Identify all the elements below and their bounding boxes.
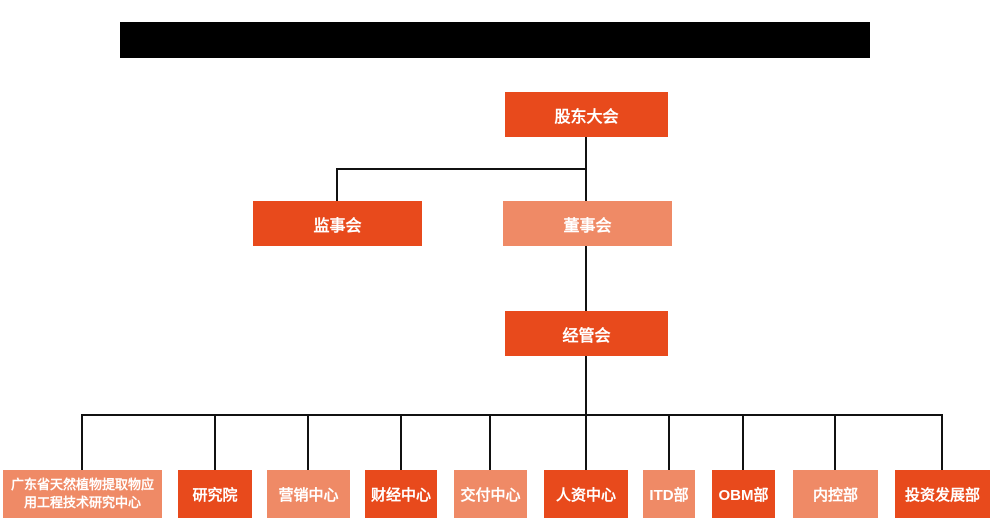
org-node-label: 人资中心 xyxy=(555,486,616,504)
org-node-internal-control-dept: 内控部 xyxy=(793,470,878,518)
org-node-research-institute: 研究院 xyxy=(178,470,252,518)
connector-management-to-bus xyxy=(585,356,587,470)
org-node-label: 财经中心 xyxy=(370,486,431,504)
org-node-label: 监事会 xyxy=(313,217,362,235)
org-node-label: 研究院 xyxy=(192,486,238,504)
connector-drop-itd-dept xyxy=(668,414,670,470)
org-node-board-of-directors: 董事会 xyxy=(503,201,672,246)
org-node-label: 内控部 xyxy=(812,486,858,504)
org-node-label: 经管会 xyxy=(562,327,611,345)
org-node-label: 营销中心 xyxy=(278,486,339,504)
org-node-itd-dept: ITD部 xyxy=(643,470,695,518)
org-node-shareholders-meeting: 股东大会 xyxy=(505,92,668,137)
org-node-label: 股东大会 xyxy=(554,108,619,126)
redacted-title-bar xyxy=(120,22,870,58)
connector-drop-investment-dev-dept xyxy=(941,414,943,470)
org-node-investment-dev-dept: 投资发展部 xyxy=(895,470,990,518)
org-node-label: 广东省天然植物提取物应用工程技术研究中心 xyxy=(10,477,154,510)
org-node-label: OBM部 xyxy=(718,486,769,504)
org-node-hr-center: 人资中心 xyxy=(544,470,628,518)
connector-level2-branch xyxy=(336,168,587,170)
connector-drop-marketing-center xyxy=(307,414,309,470)
connector-board-to-management xyxy=(585,246,587,311)
connector-drop-obm-dept xyxy=(742,414,744,470)
org-node-label: 董事会 xyxy=(563,217,612,235)
org-node-label: ITD部 xyxy=(649,486,689,504)
org-node-label: 投资发展部 xyxy=(904,486,980,504)
org-node-supervisory-board: 监事会 xyxy=(253,201,422,246)
connector-drop-research-center xyxy=(81,414,83,470)
org-node-gd-research-center: 广东省天然植物提取物应用工程技术研究中心 xyxy=(3,470,162,518)
connector-department-bus xyxy=(81,414,943,416)
org-node-label: 交付中心 xyxy=(460,486,521,504)
org-node-marketing-center: 营销中心 xyxy=(267,470,350,518)
org-node-obm-dept: OBM部 xyxy=(712,470,775,518)
connector-drop-research-institute xyxy=(214,414,216,470)
connector-drop-internal-control-dept xyxy=(834,414,836,470)
connector-drop-delivery-center xyxy=(489,414,491,470)
connector-drop-finance-center xyxy=(400,414,402,470)
connector-to-supervisory-board xyxy=(336,168,338,201)
org-node-delivery-center: 交付中心 xyxy=(454,470,527,518)
org-node-management-committee: 经管会 xyxy=(505,311,668,356)
org-node-finance-center: 财经中心 xyxy=(365,470,437,518)
